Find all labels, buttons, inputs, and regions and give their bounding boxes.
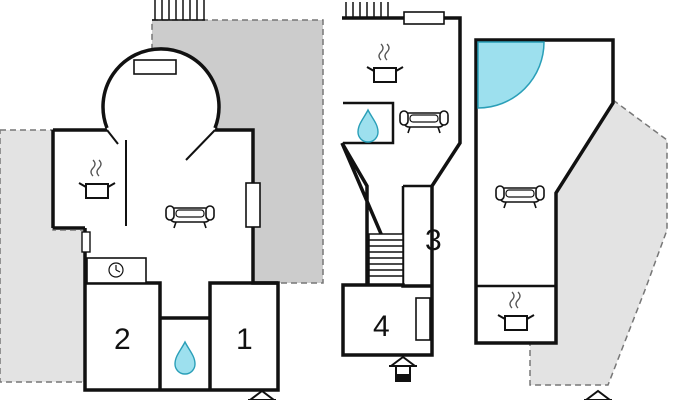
left-unit: 2 1 <box>0 0 324 400</box>
window-icon <box>403 11 445 25</box>
railing-icon <box>152 0 205 21</box>
railing-icon <box>342 2 393 19</box>
entrance-icon <box>583 390 613 400</box>
entrance-icon <box>388 356 418 382</box>
right-unit <box>474 38 668 400</box>
room-number: 1 <box>236 323 253 356</box>
window-icon <box>133 59 177 75</box>
clock-icon <box>86 257 147 284</box>
stairs-icon <box>368 233 404 285</box>
room-number: 4 <box>373 310 390 343</box>
radiator-icon <box>81 231 91 253</box>
room-number: 3 <box>425 224 442 257</box>
left-unit-floor <box>53 50 278 390</box>
middle-unit: 3 4 <box>340 2 462 382</box>
room-number: 2 <box>114 323 131 356</box>
radiator-icon <box>415 297 431 341</box>
window-icon <box>245 182 261 228</box>
pool-quarter-icon <box>477 41 545 109</box>
entrance-icon <box>247 390 277 400</box>
